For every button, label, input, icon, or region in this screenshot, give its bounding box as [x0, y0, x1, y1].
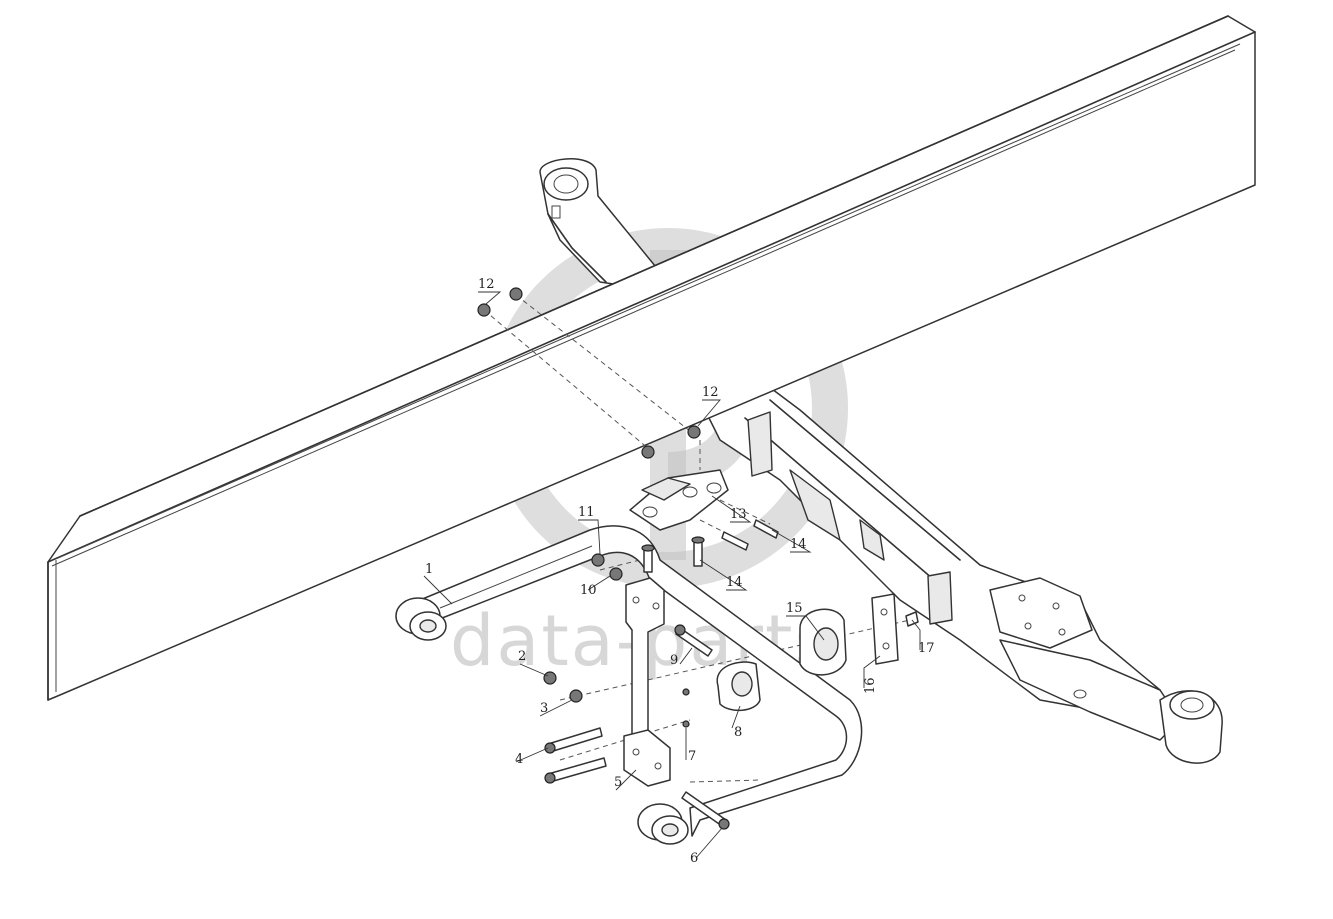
callout-17: 17 — [918, 641, 935, 656]
callout-12-bracket: 12 — [702, 385, 719, 400]
callout-2: 2 — [518, 649, 526, 664]
callout-13: 13 — [730, 507, 747, 522]
callout-1: 1 — [425, 562, 433, 577]
callout-4: 4 — [515, 752, 523, 767]
callout-8: 8 — [734, 725, 742, 740]
pad — [871, 593, 899, 665]
clamp — [716, 661, 761, 712]
callout-10: 10 — [580, 583, 597, 598]
callout-12-top: 12 — [478, 277, 495, 292]
callout-14-right: 14 — [790, 537, 807, 552]
callout-16: 16 — [863, 677, 878, 694]
front-axle-beam — [539, 158, 1223, 764]
callout-6: 6 — [690, 851, 698, 866]
stabilizer-bar — [395, 525, 863, 845]
frame-rail — [47, 15, 1256, 701]
callout-14-lower: 14 — [726, 575, 743, 590]
callout-5: 5 — [614, 775, 622, 790]
callout-9: 9 — [670, 653, 678, 668]
link-bracket — [623, 577, 671, 787]
callout-15: 15 — [786, 601, 803, 616]
nuts — [477, 287, 701, 728]
callout-labels: 1 2 3 4 5 6 7 8 9 10 11 12 12 13 14 14 1… — [425, 277, 935, 866]
callout-11: 11 — [578, 505, 595, 520]
callout-3: 3 — [540, 701, 548, 716]
leader-lines — [423, 291, 921, 859]
bolts — [544, 519, 919, 830]
bushing — [799, 608, 847, 676]
callout-7: 7 — [688, 749, 696, 764]
upper-bracket — [629, 469, 729, 531]
